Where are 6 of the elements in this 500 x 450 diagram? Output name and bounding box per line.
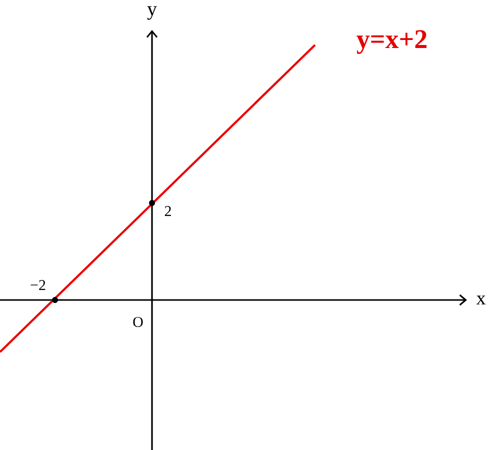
equation-label: y=x+2 xyxy=(356,30,426,54)
origin-label: O xyxy=(133,316,143,328)
axis-label: x xyxy=(476,296,486,304)
point-label: −2 xyxy=(30,280,46,290)
axis-label: y xyxy=(147,6,157,20)
point-label: 2 xyxy=(164,206,171,216)
